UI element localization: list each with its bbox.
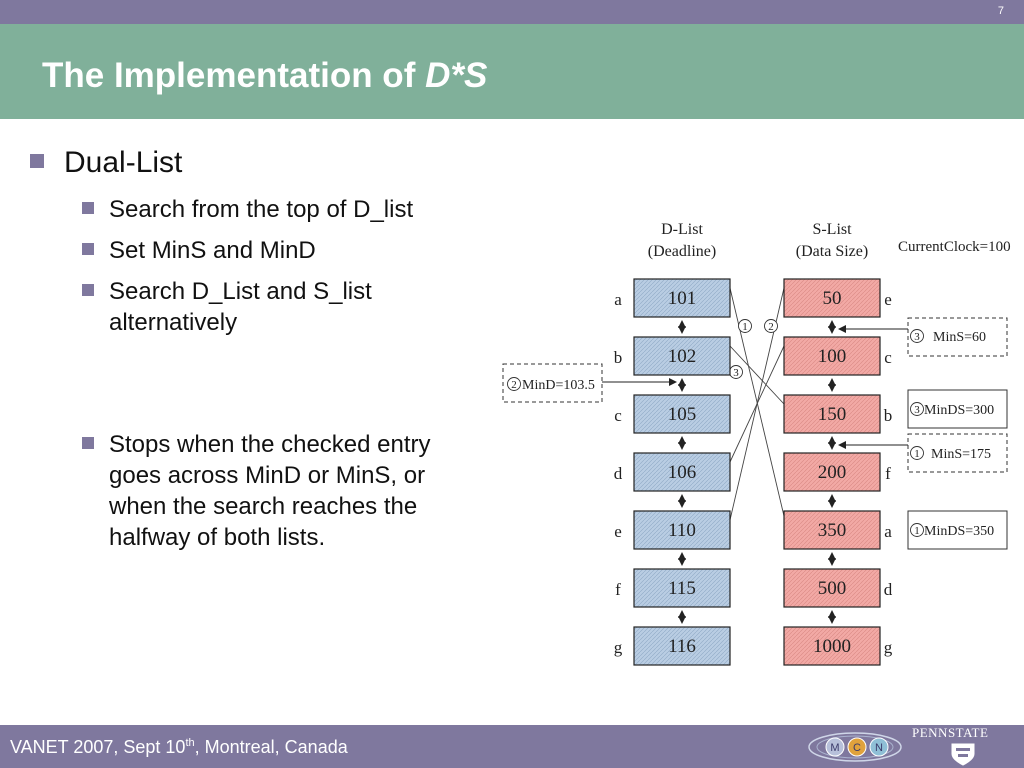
d-list-value: 115 — [668, 578, 696, 599]
d-list-key: e — [614, 522, 622, 541]
svg-text:N: N — [875, 742, 883, 754]
s-list-header: S-List — [812, 221, 852, 238]
d-list-node: f 115 — [615, 568, 731, 608]
svg-text:1: 1 — [742, 321, 748, 333]
d-list-key: c — [614, 406, 622, 425]
s-list-key: b — [884, 406, 893, 425]
s-list-value: 50 — [823, 288, 842, 309]
s-list-key: f — [885, 464, 891, 483]
svg-text:C: C — [853, 742, 861, 754]
d-list-value: 116 — [668, 636, 696, 657]
footer-conference: VANET 2007, Sept 10 — [10, 737, 186, 757]
footer-superscript: th — [185, 737, 195, 749]
s-list-key: d — [884, 580, 893, 599]
mins-175-annotation: 1 MinS=175 — [838, 433, 1008, 473]
d-list-subheader: (Deadline) — [648, 243, 716, 260]
s-list-key: c — [884, 348, 892, 367]
s-list-key: e — [884, 290, 892, 309]
d-list-key: f — [615, 580, 621, 599]
d-list-node: g 116 — [614, 626, 731, 666]
d-list-header: D-List — [661, 221, 703, 238]
footer-location: , Montreal, Canada — [194, 737, 348, 757]
s-list-value: 200 — [818, 462, 847, 483]
pennstate-wordmark: PENNSTATE — [912, 725, 989, 740]
bullet-level2: Set MinS and MinD — [109, 237, 316, 264]
d-list-value: 106 — [668, 462, 697, 483]
bullet-level2-cont: when the search reaches the — [109, 493, 418, 520]
bullet-level2: Search from the top of D_list — [109, 196, 414, 223]
bullet-square-icon — [82, 437, 94, 449]
s-list-node: 1000 g — [783, 626, 893, 666]
title-main: The Implementation of — [42, 56, 426, 95]
page-number: 7 — [997, 5, 1004, 17]
s-list-node: 500 d — [783, 568, 893, 608]
title-bar — [0, 24, 1024, 119]
svg-text:MinD=103.5: MinD=103.5 — [522, 378, 595, 393]
svg-text:MinS=60: MinS=60 — [933, 330, 986, 345]
bullet-square-icon — [82, 284, 94, 296]
footer-text: VANET 2007, Sept 10th, Montreal, Canada — [10, 737, 348, 758]
current-clock-label: CurrentClock=100 — [898, 239, 1011, 255]
d-list-node: e 110 — [614, 510, 731, 550]
bullet-square-icon — [82, 202, 94, 214]
mins-60-annotation: 3 MinS=60 — [838, 317, 1008, 357]
s-list-node: 350 a — [783, 510, 892, 550]
s-list-value: 100 — [818, 346, 847, 367]
s-list-node: 200 f — [783, 452, 891, 492]
svg-text:2: 2 — [511, 379, 517, 391]
bullet-level1: Dual-List — [64, 146, 183, 179]
d-list-value: 101 — [668, 288, 697, 309]
s-list-node: 50 e — [783, 278, 892, 318]
s-list-node: 150 b — [783, 394, 893, 434]
bullet-level2-cont: alternatively — [109, 309, 238, 336]
d-list-node: b 102 — [614, 336, 731, 376]
svg-text:MinDS=300: MinDS=300 — [924, 403, 994, 418]
bullet-level2-cont: goes across MinD or MinS, or — [109, 462, 426, 489]
svg-text:2: 2 — [768, 321, 774, 333]
bullet-level2-cont: halfway of both lists. — [109, 524, 326, 551]
mcn-logo-icon: M C N — [808, 732, 902, 762]
d-list-value: 110 — [668, 520, 696, 541]
mind-annotation: 2 MinD=103.5 — [502, 363, 677, 403]
d-list-key: g — [614, 638, 623, 657]
list-links — [678, 320, 836, 624]
svg-text:MinS=175: MinS=175 — [931, 447, 991, 462]
title-emphasis: D*S — [425, 56, 488, 95]
svg-text:3: 3 — [914, 331, 920, 343]
d-list-key: a — [614, 290, 622, 309]
svg-text:1: 1 — [914, 525, 920, 537]
d-list-node: a 101 — [614, 278, 731, 318]
bullet-square-icon — [30, 154, 44, 168]
s-list-key: a — [884, 522, 892, 541]
minds-350-annotation: 1 MinDS=350 — [907, 510, 1008, 550]
s-list-value: 350 — [818, 520, 847, 541]
dual-list-diagram: D-List (Deadline) S-List (Data Size) Cur… — [502, 221, 1011, 666]
s-list-key: g — [884, 638, 893, 657]
s-list-value: 500 — [818, 578, 847, 599]
d-list-node: d 106 — [614, 452, 731, 492]
d-list-value: 105 — [668, 404, 697, 425]
s-list-node: 100 c — [783, 336, 892, 376]
svg-text:3: 3 — [914, 404, 920, 416]
bullet-level2: Stops when the checked entry — [109, 431, 431, 458]
bullet-square-icon — [82, 243, 94, 255]
step-marks: 1 2 3 — [729, 319, 778, 379]
svg-text:M: M — [830, 742, 839, 754]
pennstate-shield-icon — [951, 743, 975, 766]
minds-300-annotation: 3 MinDS=300 — [907, 389, 1008, 429]
d-list-key: d — [614, 464, 623, 483]
s-list-subheader: (Data Size) — [796, 243, 868, 260]
s-list-value: 1000 — [813, 636, 851, 657]
d-list-node: c 105 — [614, 394, 731, 434]
d-list-key: b — [614, 348, 623, 367]
s-list-value: 150 — [818, 404, 847, 425]
svg-text:MinDS=350: MinDS=350 — [924, 524, 994, 539]
top-bar: 7 — [0, 0, 1024, 24]
bullet-level2: Search D_List and S_list — [109, 278, 372, 305]
svg-text:3: 3 — [733, 367, 739, 379]
slide-title: The Implementation of D*S — [42, 56, 487, 96]
svg-text:1: 1 — [914, 448, 920, 460]
d-list-value: 102 — [668, 346, 697, 367]
